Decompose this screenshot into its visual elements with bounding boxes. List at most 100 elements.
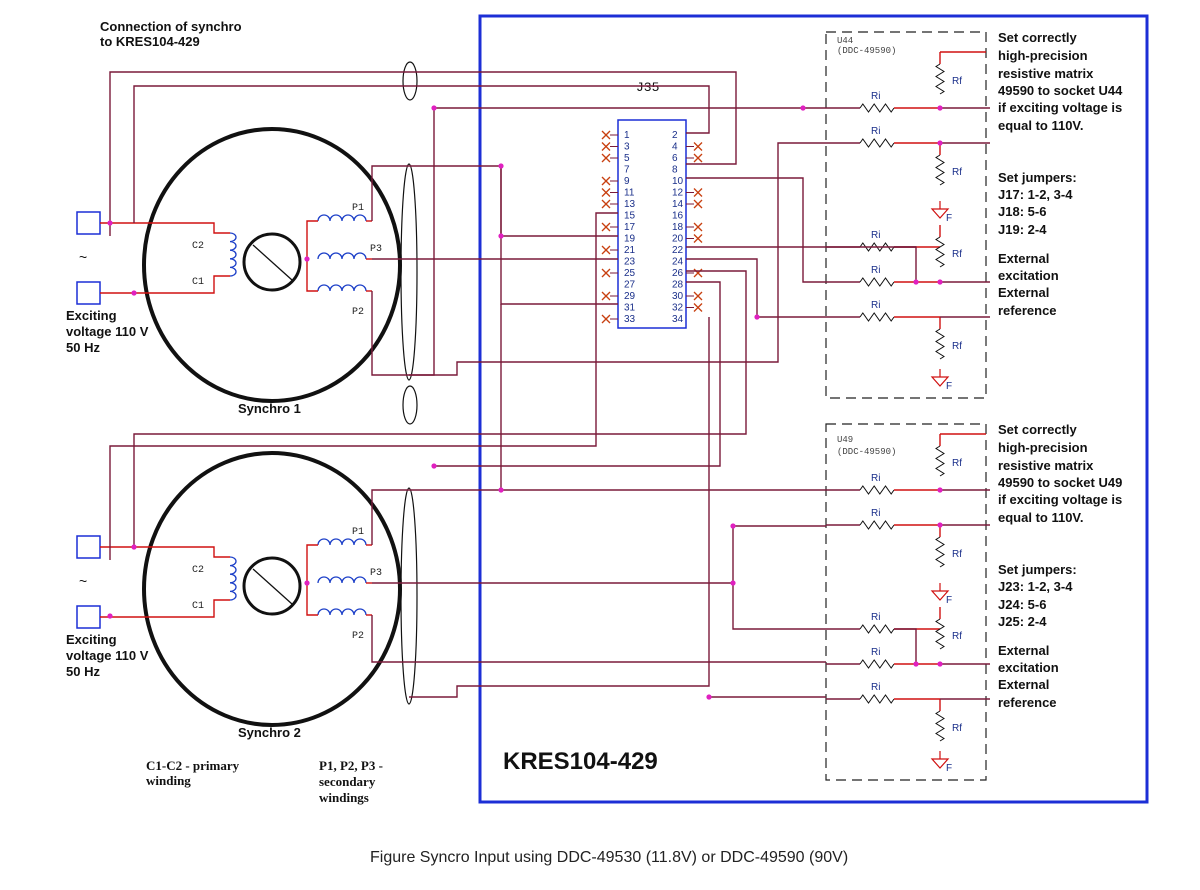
terminal-icon: [76, 535, 101, 559]
rf-resistor-icon: [935, 154, 945, 186]
external-u44-4: reference: [998, 303, 1057, 318]
note-u44-line-5: if exciting voltage is: [998, 100, 1122, 115]
junction-dot: [937, 105, 943, 111]
interconnect-wires: [109, 71, 916, 698]
junction-dot: [304, 580, 310, 586]
ri-label: Ri: [871, 230, 880, 241]
primary-coil-turns: [229, 232, 237, 277]
socket-label-u49: U49: [837, 435, 853, 445]
terminal-icon: [76, 605, 101, 629]
no-connect-12-b: [693, 188, 703, 197]
wire-15: [372, 525, 826, 584]
primary-label-c2: C2: [192, 565, 204, 576]
primary-label-c1: C1: [192, 601, 204, 612]
external-u49-4: reference: [998, 695, 1057, 710]
rf-label: Rf: [952, 76, 962, 87]
pin-label-20: 20: [672, 234, 684, 245]
secondary-coil-turns: [317, 538, 367, 546]
ri-resistor-icon: [859, 312, 895, 322]
ri-resistor-icon: [859, 138, 895, 148]
pin-label-34: 34: [672, 314, 684, 325]
pin-label-17: 17: [624, 222, 636, 233]
pin-label-5: 5: [624, 153, 630, 164]
rf-resistor-icon: [935, 445, 945, 477]
secondary-coil-turns: [317, 608, 367, 616]
rf-resistor-icon: [935, 236, 945, 268]
ri-resistor-icon: [859, 103, 895, 113]
board-label: KRES104-429: [503, 748, 658, 775]
ri-label: Ri: [871, 126, 880, 137]
pin-label-29: 29: [624, 291, 636, 302]
no-connect-17-b: [601, 222, 611, 232]
excitation-label-2: voltage 110 V: [66, 324, 149, 339]
ground-triangle: [930, 376, 950, 387]
secondary-label-p3: P3: [370, 568, 382, 579]
wire-14: [371, 304, 502, 545]
ground-icon: F: [930, 201, 952, 224]
no-connect-29-b: [601, 291, 611, 301]
secondary-coil-icon: [317, 214, 372, 222]
note-u49-line-3: resistive matrix: [998, 458, 1094, 473]
sum-link: [894, 628, 917, 664]
pin-label-16: 16: [672, 211, 684, 222]
ri-label: Ri: [871, 508, 880, 519]
ac-symbol: ~: [79, 249, 87, 265]
socket-label-u44: U44: [837, 36, 853, 46]
junction-dot: [498, 233, 504, 239]
secondary-coil-turns: [317, 252, 367, 260]
primary-coil-turns: [229, 556, 237, 601]
ri-label: Ri: [871, 300, 880, 311]
pin-label-6: 6: [672, 153, 678, 164]
cable-bundle-signal: [400, 487, 418, 705]
secondary-coil-icon: [317, 608, 372, 616]
primary-label-c1: C1: [192, 277, 204, 288]
pin-label-26: 26: [672, 268, 684, 279]
no-connect-32-b: [693, 303, 703, 312]
pin-label-10: 10: [672, 176, 684, 187]
legend-primary-line-1: C1-C2 - primary: [146, 758, 240, 773]
excitation-label-3: 50 Hz: [66, 340, 100, 355]
no-connect-18-b: [693, 222, 703, 232]
no-connect-25-b: [601, 268, 611, 278]
ri-label: Ri: [871, 682, 880, 693]
wire-6: [371, 107, 826, 376]
pin-label-11: 11: [624, 188, 635, 199]
ac-symbol: ~: [79, 573, 87, 589]
secondary-coil-turns: [317, 284, 367, 292]
pin-label-25: 25: [624, 268, 636, 279]
no-connect-14-b: [693, 199, 703, 209]
secondary-coil-icon: [317, 538, 372, 546]
note-u44-line-1: Set correctly: [998, 30, 1078, 45]
pin-label-1: 1: [624, 130, 630, 141]
external-u49-1: External: [998, 643, 1049, 658]
pin-label-18: 18: [672, 222, 684, 233]
header-title-line-2: to KRES104-429: [100, 34, 200, 49]
junction-dot: [730, 523, 736, 529]
primary-lead-c1: [100, 599, 230, 618]
secondary-common: [306, 544, 318, 616]
synchro-name: Synchro 2: [238, 725, 301, 740]
converter-box-u44: [825, 31, 987, 399]
rotor-icon: [242, 556, 302, 616]
no-connect-30-b: [693, 291, 703, 301]
junction-dot: [706, 694, 712, 700]
secondary-coil-icon: [317, 576, 372, 584]
junction-dot: [730, 580, 736, 586]
ground-triangle: [930, 758, 950, 769]
jumper-u44-1: J17: 1-2, 3-4: [998, 187, 1073, 202]
jumpers-title-u44: Set jumpers:: [998, 170, 1077, 185]
figure-caption: Figure Syncro Input using DDC-49530 (11.…: [370, 849, 848, 866]
ground-icon: F: [930, 751, 952, 774]
header-title-line-1: Connection of synchro: [100, 19, 242, 34]
ri-resistor-icon: [859, 659, 895, 669]
jumper-u49-1: J23: 1-2, 3-4: [998, 579, 1073, 594]
ri-label: Ri: [871, 612, 880, 623]
jumper-u49-2: J24: 5-6: [998, 597, 1046, 612]
no-connect-6-b: [693, 153, 703, 163]
no-connect-5-b: [601, 153, 611, 163]
primary-coil-icon: [229, 556, 237, 601]
secondary-label-p3: P3: [370, 244, 382, 255]
